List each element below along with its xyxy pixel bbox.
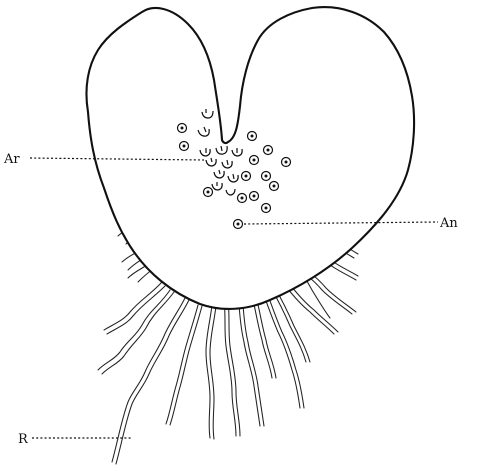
label-an: An	[439, 216, 458, 231]
label-ar: Ar	[3, 152, 20, 167]
label-r: R	[18, 432, 29, 447]
